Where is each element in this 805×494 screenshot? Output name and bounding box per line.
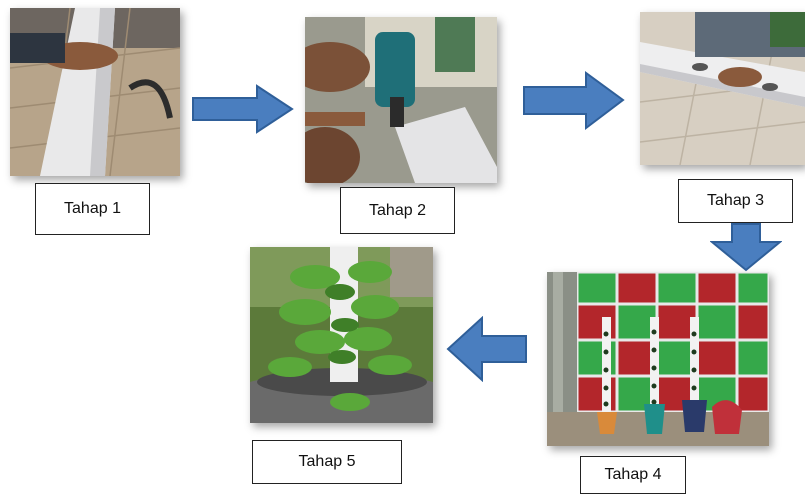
step-2-photo: [305, 17, 497, 183]
step-3-label: Tahap 3: [678, 179, 793, 223]
step-2-label: Tahap 2: [340, 187, 455, 234]
arrow-step3-to-step4: [710, 222, 782, 272]
arrow-step2-to-step3: [522, 71, 626, 130]
step-4-photo: [547, 272, 769, 446]
step-5-label: Tahap 5: [252, 440, 402, 484]
step-5-photo: [250, 247, 433, 423]
arrow-step1-to-step2: [191, 84, 295, 134]
step-4-label: Tahap 4: [580, 456, 686, 494]
step-1-label: Tahap 1: [35, 183, 150, 235]
step-3-photo: [640, 12, 805, 165]
step-1-photo: [10, 8, 180, 176]
arrow-step4-to-step5: [446, 316, 528, 382]
